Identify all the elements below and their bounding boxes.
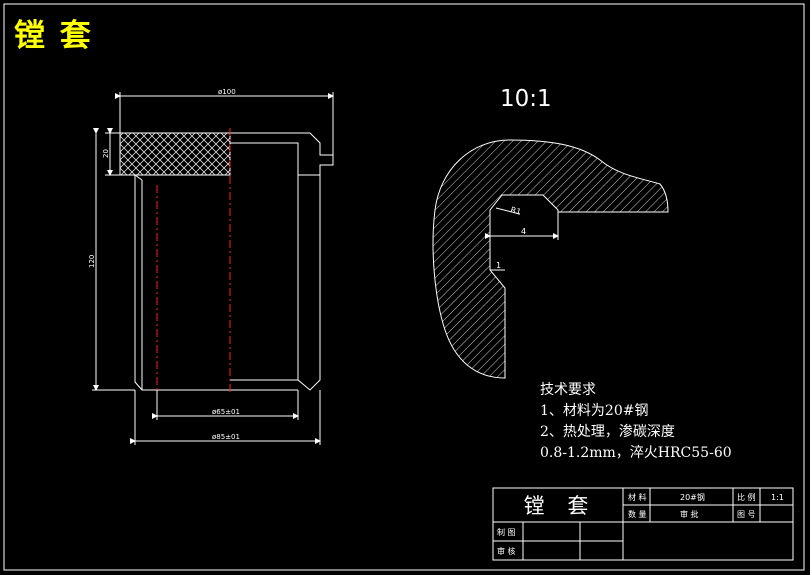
- technical-requirements: 技术要求 1、材料为20#钢 2、热处理，渗碳深度 0.8-1.2mm，淬火HR…: [540, 380, 732, 464]
- title-block: [492, 487, 794, 561]
- dim-inner-diameter: ø65±01: [212, 408, 240, 416]
- body-top-step: [134, 174, 143, 181]
- checker-label: 审 核: [497, 546, 516, 556]
- body-right-wall: [297, 175, 321, 391]
- page-title: 镗 套: [14, 18, 93, 54]
- drawing-no-label: 图 号: [737, 510, 756, 519]
- detail-radius: R1: [509, 205, 522, 216]
- dim-flange-height: 20: [102, 149, 110, 158]
- flange-outline: [230, 132, 334, 176]
- material-value: 20#钢: [680, 492, 705, 502]
- detail-view: [432, 139, 669, 379]
- scale-value-tb: 1:1: [771, 493, 784, 502]
- detail-radius-leader: [495, 207, 521, 215]
- dim-total-height: 120: [88, 255, 96, 268]
- detail-width: 4: [521, 227, 526, 236]
- requirement-line: 2、热处理，渗碳深度: [540, 424, 675, 440]
- requirement-line: 0.8-1.2mm，淬火HRC55-60: [540, 445, 732, 461]
- drafter-label: 制 图: [497, 527, 516, 537]
- quantity-label: 数 量: [628, 509, 647, 519]
- detail-scale-label: 10:1: [500, 86, 552, 112]
- requirement-line: 1、材料为20#钢: [540, 403, 649, 419]
- detail-gap: 1: [496, 261, 501, 270]
- detail-hatched-region: [432, 139, 669, 379]
- dim-top-diameter: ø100: [218, 88, 236, 96]
- requirements-heading: 技术要求: [540, 382, 596, 398]
- part-section-view: [92, 92, 334, 445]
- title-block-part-name: 镗 套: [523, 494, 597, 518]
- body-left-wall: [134, 175, 298, 391]
- review-label: 审 批: [680, 509, 699, 519]
- scale-label-tb: 比 例: [737, 492, 756, 502]
- flange-section: [119, 132, 231, 176]
- dim-outer-diameter: ø85±01: [212, 433, 240, 441]
- drawing-frame: [3, 3, 805, 571]
- material-label: 材 料: [628, 492, 647, 502]
